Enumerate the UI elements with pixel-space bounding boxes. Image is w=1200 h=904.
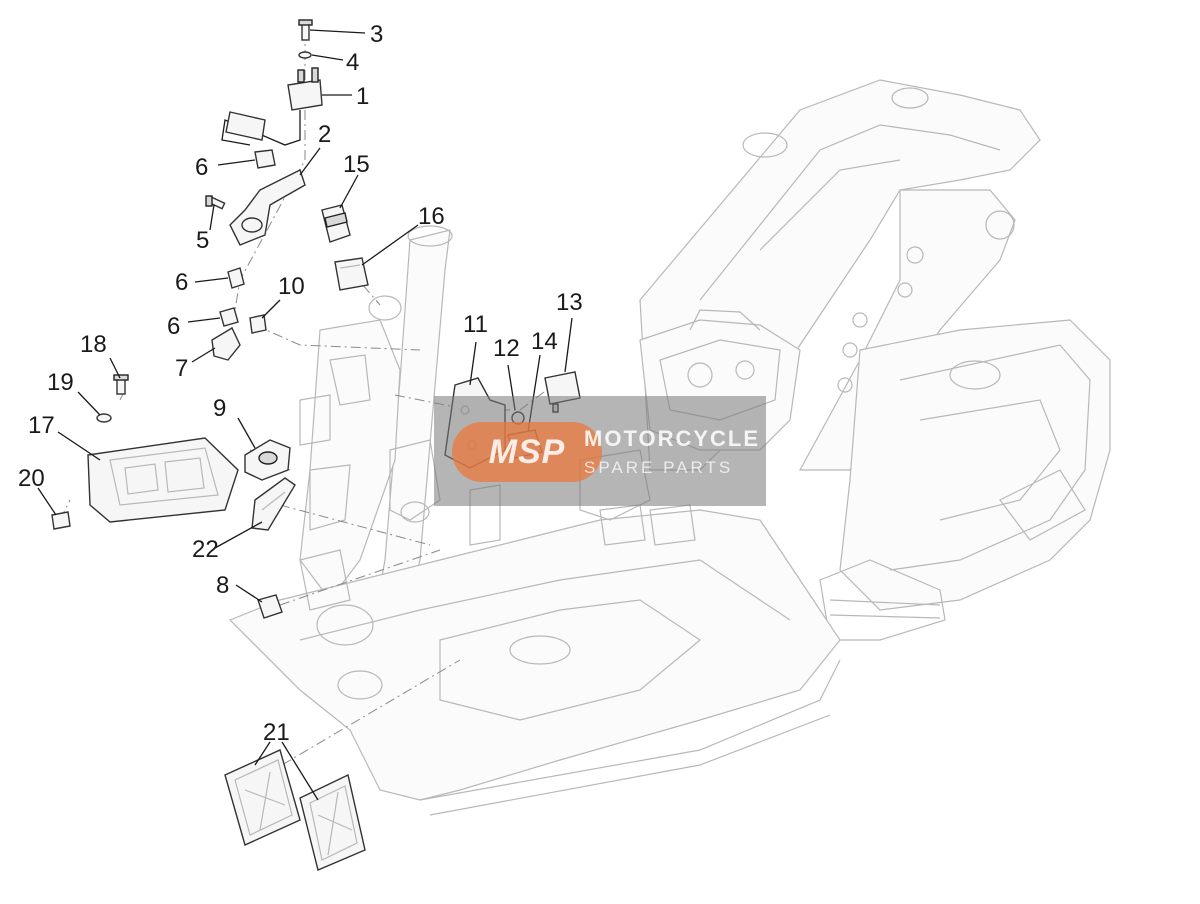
part-21-mat-1 [224,749,301,846]
callout-22: 22 [192,536,219,563]
part-20-clip [51,511,71,530]
part-19-washer [96,413,112,423]
part-6-clip-low [219,307,239,327]
part-4-washer [298,51,312,59]
callout-7: 7 [175,355,188,382]
callout-20: 20 [18,465,45,492]
part-7-clamp [211,327,241,361]
watermark-line1: MOTORCYCLE [584,426,761,451]
callout-6-mid: 6 [175,269,188,296]
callout-6-low: 6 [167,313,180,340]
callout-13: 13 [556,289,583,316]
watermark-line2: SPARE PARTS [584,458,734,477]
callout-16: 16 [418,203,445,230]
part-18-bolt [113,374,129,395]
callout-4: 4 [346,49,359,76]
callout-5: 5 [196,227,209,254]
callout-6-top: 6 [195,154,208,181]
watermark-logo: MSP [452,422,602,482]
part-6-clip-top [254,149,276,169]
callout-numbers: 3 4 1 2 6 15 16 5 6 10 6 7 18 19 17 9 20… [18,21,583,746]
part-15-connector [321,204,351,243]
part-16-cap [334,257,369,291]
part-6-clip-mid [227,267,245,289]
callout-9: 9 [213,395,226,422]
part-21-mat-2 [299,773,366,871]
part-5-bolt [205,195,226,210]
part-9-holder [244,439,291,481]
callout-11: 11 [463,311,488,338]
callout-19: 19 [47,369,74,396]
callout-14: 14 [531,328,558,355]
part-8-clip [257,594,283,619]
callout-3: 3 [370,21,383,48]
callout-17: 17 [28,412,55,439]
part-10-nut [249,314,267,334]
callout-18: 18 [80,331,107,358]
part-22-plate [251,477,296,531]
part-2-bracket [229,169,306,246]
scooter-frame [228,79,1111,816]
callout-2: 2 [318,121,331,148]
callout-10: 10 [278,273,305,300]
callout-12: 12 [493,335,520,362]
callout-8: 8 [216,572,229,599]
callout-21: 21 [263,719,290,746]
watermark-overlay: MSP MOTORCYCLE SPARE PARTS [434,396,766,506]
part-3-screw [298,19,313,41]
callout-1: 1 [356,83,369,110]
part-1-sensor [221,67,323,146]
callout-15: 15 [343,151,370,178]
part-17-control-unit [87,437,239,523]
